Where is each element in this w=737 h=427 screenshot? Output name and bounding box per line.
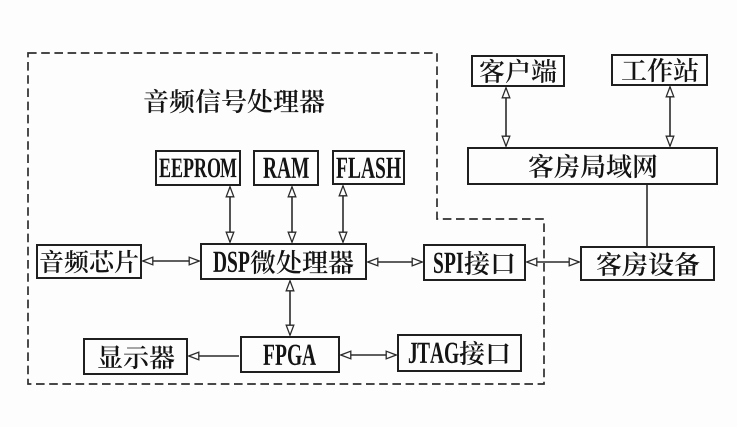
node-jtag	[397, 334, 522, 372]
node-fpga-label	[263, 342, 317, 368]
node-flash	[332, 150, 405, 185]
node-eeprom	[155, 150, 241, 186]
node-fpga	[240, 336, 340, 373]
group-title-audio-signal-processor	[130, 84, 338, 118]
node-display	[83, 338, 188, 375]
node-ram	[253, 150, 319, 186]
node-lan	[467, 147, 718, 185]
node-ram-label	[263, 155, 310, 181]
audio-processor-dashed-boundary	[27, 52, 545, 385]
node-room-device	[580, 246, 715, 281]
node-client-label	[479, 58, 557, 84]
node-client	[471, 55, 565, 87]
node-lan-label	[528, 153, 658, 179]
node-display-label	[97, 344, 175, 370]
node-spi-label	[433, 250, 515, 276]
node-room-device-label	[596, 251, 700, 277]
node-dsp	[200, 243, 367, 280]
node-workstation-label	[621, 57, 699, 83]
node-audio-chip-label	[39, 249, 139, 274]
node-eeprom-label	[158, 156, 238, 180]
node-spi	[423, 244, 526, 281]
node-dsp-label	[213, 249, 354, 275]
group-title-label	[143, 88, 325, 114]
node-jtag-label	[408, 340, 512, 366]
node-workstation	[611, 54, 708, 86]
node-flash-label	[336, 155, 401, 181]
node-audio-chip	[36, 244, 142, 279]
